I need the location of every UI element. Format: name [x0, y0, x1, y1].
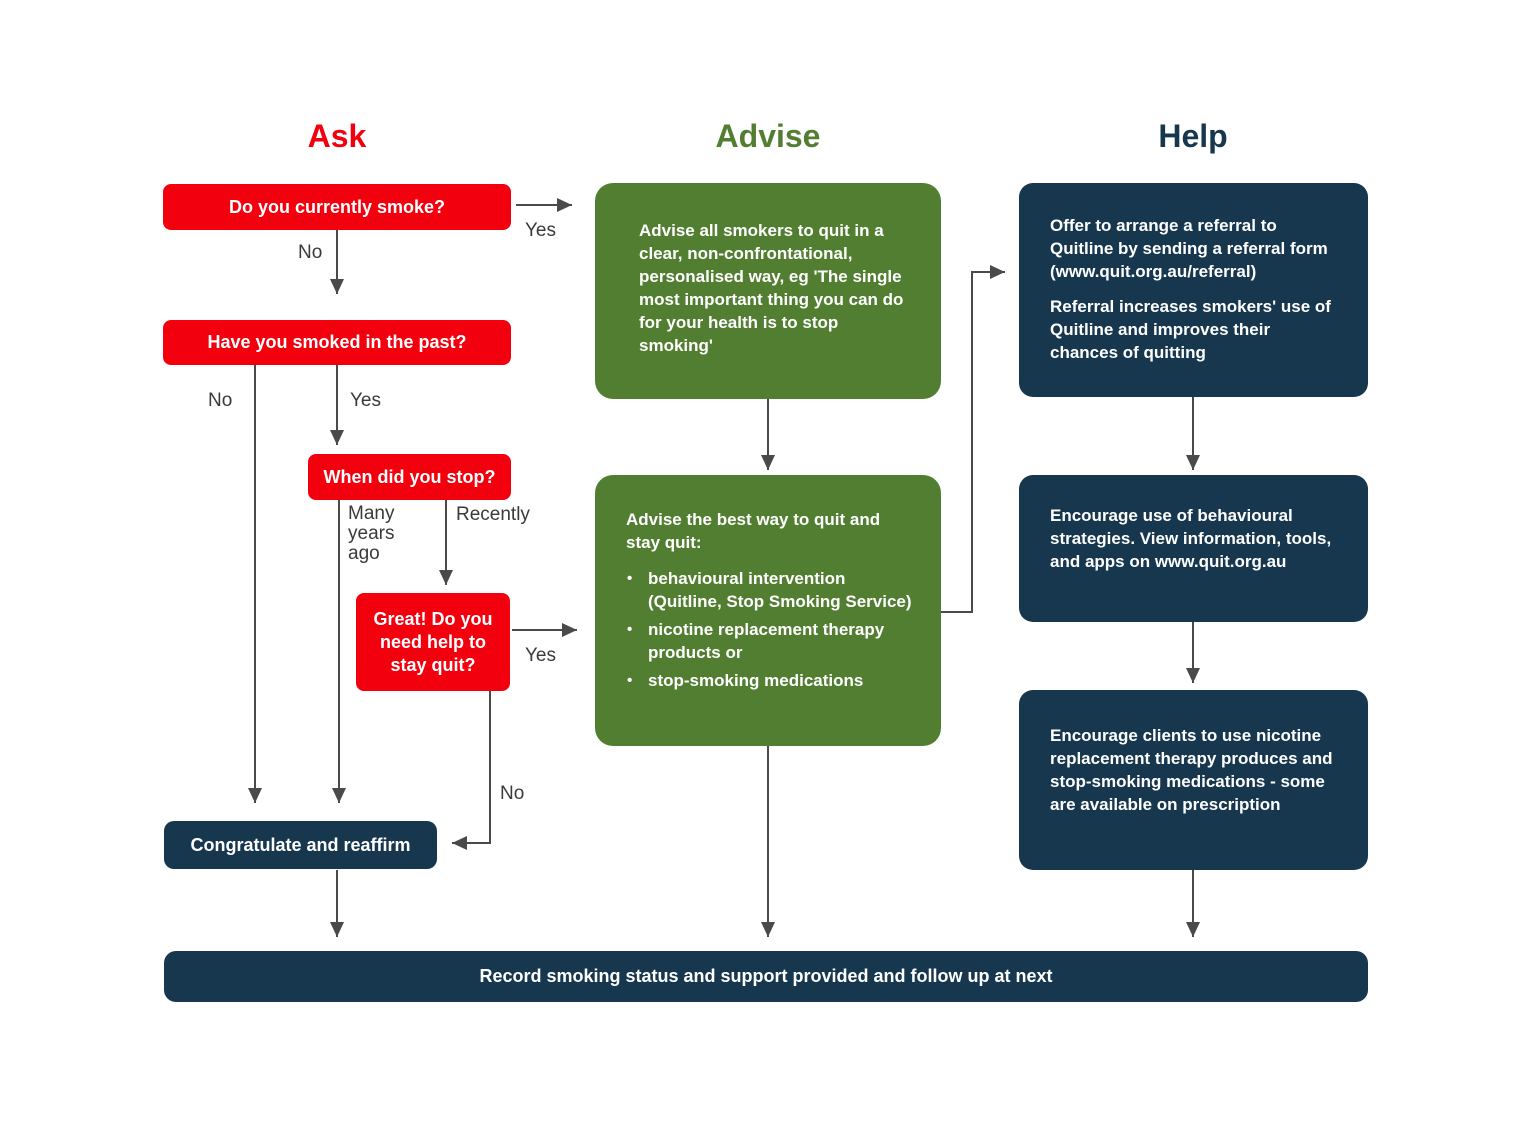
edge-label-yes: Yes [525, 645, 556, 666]
help-box-referral: Offer to arrange a referral to Quitline … [1019, 183, 1368, 397]
record-status-bar: Record smoking status and support provid… [164, 951, 1368, 1002]
edge-label-many-years-ago: Many years ago [348, 503, 395, 564]
edge-label-no: No [208, 390, 233, 411]
help-box3-text: Encourage clients to use nicotine replac… [1050, 726, 1333, 814]
edge-label-yes: Yes [525, 220, 556, 241]
advise-bullet-item: stop-smoking medications [626, 669, 915, 692]
help-box-nrt-medications: Encourage clients to use nicotine replac… [1019, 690, 1368, 870]
advise-box2-intro: Advise the best way to quit and stay qui… [626, 510, 881, 552]
advise-bullet-item: behavioural intervention (Quitline, Stop… [626, 567, 915, 613]
help-box-behavioural-strategies: Encourage use of behavioural strategies.… [1019, 475, 1368, 622]
advise-bullet-item: nicotine replacement therapy products or [626, 618, 915, 664]
help-box1-paragraph2: Referral increases smokers' use of Quitl… [1050, 297, 1331, 362]
column-header-ask: Ask [307, 118, 367, 154]
question-need-help-stay-quit: Great! Do you need help to stay quit? [356, 593, 510, 691]
help-box1-paragraph1: Offer to arrange a referral to Quitline … [1050, 216, 1328, 281]
edge-label-yes: Yes [350, 390, 381, 411]
column-header-help: Help [1158, 118, 1228, 154]
question-when-did-you-stop: When did you stop? [308, 454, 511, 500]
advise-box-quit-message: Advise all smokers to quit in a clear, n… [595, 183, 941, 399]
edge-label-no: No [500, 783, 525, 804]
advise-box-best-way: Advise the best way to quit and stay qui… [595, 475, 941, 746]
question-current-smoke: Do you currently smoke? [163, 184, 511, 230]
column-header-advise: Advise [715, 118, 821, 154]
advise-box1-text: Advise all smokers to quit in a clear, n… [639, 221, 904, 355]
arrow-advise2-to-help1 [941, 265, 1005, 613]
help-box2-text: Encourage use of behavioural strategies.… [1050, 506, 1332, 571]
arrow-help-no [452, 691, 491, 850]
question-smoked-in-past: Have you smoked in the past? [163, 320, 511, 365]
congratulate-reaffirm-box: Congratulate and reaffirm [164, 821, 437, 869]
edge-label-no: No [298, 242, 323, 263]
edge-label-recently: Recently [456, 504, 530, 525]
